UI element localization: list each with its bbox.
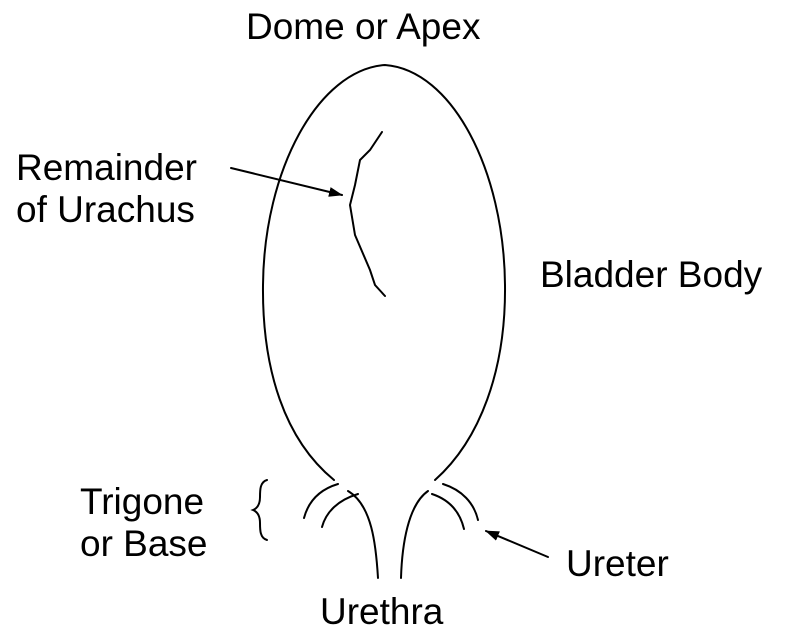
urachus-label-line-2: of Urachus xyxy=(16,189,197,231)
dome-label: Dome or Apex xyxy=(246,6,480,48)
trigone-label-line-2: or Base xyxy=(80,523,208,565)
trigone-brace xyxy=(253,480,267,540)
urethra-left-wall xyxy=(348,491,378,578)
urethra-right-wall xyxy=(401,491,428,578)
urachus-label: Remainder of Urachus xyxy=(16,147,197,231)
ureter-label: Ureter xyxy=(566,543,669,585)
urachus-line xyxy=(350,132,385,296)
left-ureter-outer xyxy=(304,484,338,518)
ureter-arrow xyxy=(486,531,548,557)
urethra-label: Urethra xyxy=(320,591,443,633)
left-ureter-inner xyxy=(322,494,358,527)
urachus-arrow xyxy=(231,168,342,195)
trigone-label: Trigone or Base xyxy=(80,481,208,565)
bladder-outline xyxy=(263,65,505,480)
urachus-label-line-1: Remainder xyxy=(16,147,197,189)
trigone-label-line-1: Trigone xyxy=(80,481,208,523)
right-ureter-inner xyxy=(432,494,464,529)
bladder-body-label: Bladder Body xyxy=(540,254,762,296)
